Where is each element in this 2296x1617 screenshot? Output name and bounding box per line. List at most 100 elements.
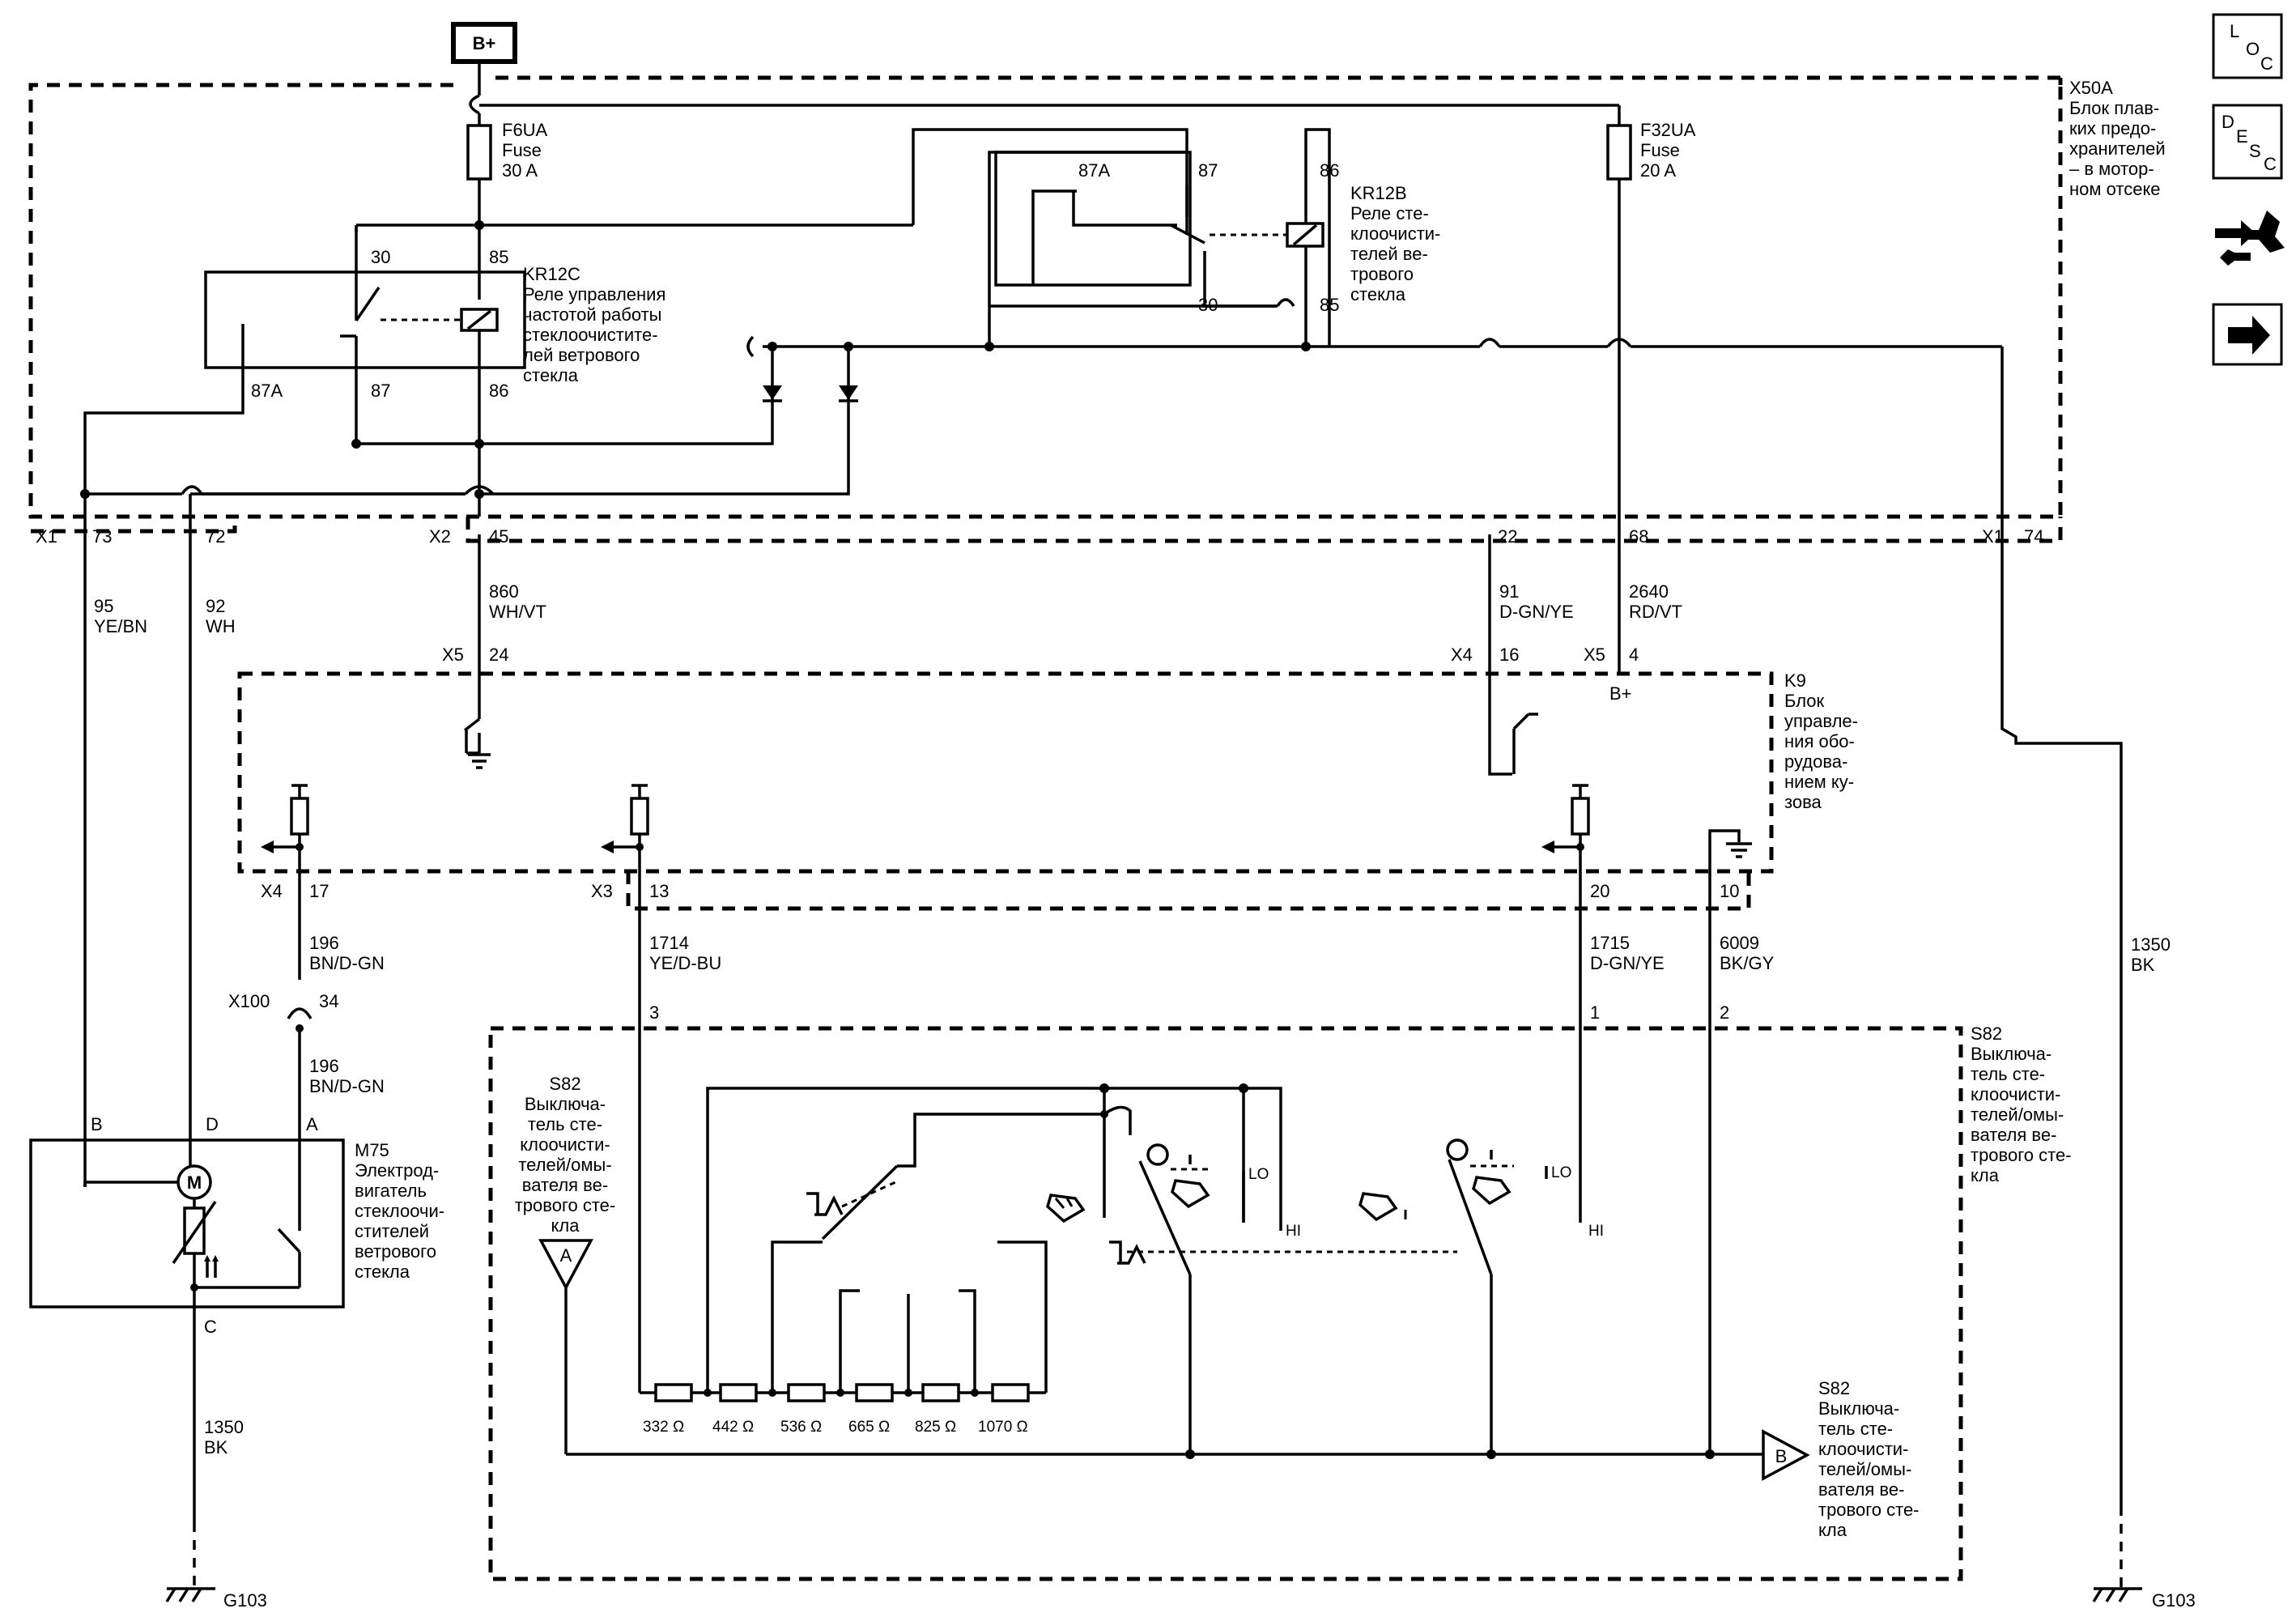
svg-text:BK: BK	[204, 1437, 228, 1457]
svg-text:D: D	[2222, 112, 2234, 132]
svg-text:1350: 1350	[204, 1417, 244, 1437]
k9-top-connectors: X5 24 X4 16 X5 4 B+	[442, 645, 1639, 704]
offpage-connector-b: B	[1762, 1429, 1810, 1481]
svg-text:BK/GY: BK/GY	[1720, 953, 1775, 973]
svg-text:WH/VT: WH/VT	[489, 602, 546, 622]
k9-pullup-17	[261, 784, 309, 980]
k9-pullup-20	[1541, 784, 1590, 1223]
k9-label: K9 Блок управле- ния обо- рудова- нием к…	[1784, 670, 1858, 812]
svg-text:22: 22	[1498, 526, 1517, 547]
svg-text:F6UA: F6UA	[502, 120, 548, 140]
svg-text:B: B	[91, 1114, 103, 1134]
fuse-f32ua: F32UA Fuse 20 A	[1606, 105, 1696, 534]
s82-right-label: S82 Выключа- тель сте- клоочисти- телей/…	[1971, 1023, 2072, 1185]
svg-text:ния обо-: ния обо-	[1784, 731, 1855, 751]
svg-text:3: 3	[649, 1002, 659, 1023]
connector-repair-icon[interactable]	[2215, 211, 2285, 266]
svg-text:68: 68	[1629, 526, 1648, 547]
resistor-ladder: 332 Ω 442 Ω 536 Ω 665 Ω 825 Ω 1070 Ω	[640, 1383, 1046, 1436]
svg-text:196: 196	[309, 933, 339, 953]
svg-text:тель сте-: тель сте-	[1818, 1419, 1893, 1439]
svg-text:95: 95	[94, 596, 113, 616]
svg-text:S: S	[2249, 141, 2261, 161]
svg-text:BN/D-GN: BN/D-GN	[309, 1076, 385, 1096]
k9-input-switch	[1488, 713, 1538, 776]
s82-pin-labels: 3 1 2	[649, 1002, 1729, 1023]
svg-text:KR12C: KR12C	[523, 264, 580, 284]
k9-module-boundary	[237, 671, 1774, 911]
x50a-fuse-block-boundary	[28, 75, 2063, 543]
ground-g103-left: G103	[165, 1522, 267, 1611]
x50a-label: X50A Блок плав- ких предо- хранителей – …	[2069, 78, 2166, 199]
svg-text:87A: 87A	[251, 381, 283, 401]
offpage-connector-a: A	[538, 1239, 593, 1454]
svg-text:RD/VT: RD/VT	[1629, 602, 1682, 622]
ground-g103-right: G103	[2092, 1506, 2196, 1611]
svg-text:клоочисти-: клоочисти-	[520, 1134, 610, 1155]
loc-legend-box[interactable]: L O C	[2212, 13, 2283, 79]
svg-text:2: 2	[1720, 1002, 1729, 1023]
svg-text:30: 30	[1198, 295, 1218, 315]
svg-text:S82: S82	[1971, 1023, 2002, 1044]
svg-text:Блок плав-: Блок плав-	[2069, 98, 2159, 118]
svg-text:S82: S82	[549, 1074, 580, 1094]
svg-text:стеклоочи-: стеклоочи-	[355, 1201, 444, 1221]
svg-text:2640: 2640	[1629, 581, 1669, 602]
svg-text:C: C	[204, 1317, 217, 1337]
svg-text:A: A	[306, 1114, 318, 1134]
svg-text:X4: X4	[1451, 645, 1473, 665]
svg-text:лей ветрового: лей ветрового	[523, 345, 640, 365]
svg-text:30 A: 30 A	[502, 160, 538, 181]
svg-text:B: B	[1775, 1446, 1788, 1466]
next-page-arrow-icon[interactable]	[2212, 303, 2283, 366]
svg-text:665 Ω: 665 Ω	[848, 1419, 890, 1436]
svg-text:телей/омы-: телей/омы-	[1971, 1104, 2064, 1125]
svg-text:D-GN/YE: D-GN/YE	[1499, 602, 1574, 622]
svg-text:L: L	[2230, 21, 2239, 41]
svg-text:73: 73	[92, 526, 112, 547]
svg-text:ном отсеке: ном отсеке	[2069, 179, 2161, 199]
svg-text:K9: K9	[1784, 670, 1806, 691]
k9-bottom-connectors: X4 17 X3 13 20 10	[261, 881, 1739, 901]
s82-bottom-label: S82 Выключа- тель сте- клоочисти- телей/…	[1818, 1378, 1920, 1540]
svg-text:A: A	[560, 1245, 572, 1266]
svg-text:X5: X5	[1584, 645, 1605, 665]
svg-text:Реле сте-: Реле сте-	[1350, 203, 1429, 223]
svg-text:YE/BN: YE/BN	[94, 616, 147, 636]
svg-text:кла: кла	[551, 1215, 580, 1236]
svg-text:кла: кла	[1818, 1520, 1847, 1540]
svg-text:1714: 1714	[649, 933, 689, 953]
svg-text:10: 10	[1720, 881, 1739, 901]
svg-text:X100: X100	[228, 991, 270, 1011]
svg-text:M75: M75	[355, 1140, 389, 1160]
svg-text:B+: B+	[1609, 683, 1632, 704]
svg-text:16: 16	[1499, 645, 1519, 665]
relay-kr12b: 87A 87 86 30 85 KR12B Реле сте- клоочист…	[912, 128, 1440, 347]
svg-text:85: 85	[489, 247, 508, 267]
svg-text:Fuse: Fuse	[1640, 140, 1680, 160]
desc-legend-box[interactable]: D E S C	[2212, 104, 2283, 180]
svg-text:X50A: X50A	[2069, 78, 2113, 98]
svg-text:частотой работы: частотой работы	[523, 304, 661, 325]
svg-text:хранителей: хранителей	[2069, 138, 2166, 159]
x50a-internal-wiring	[80, 225, 2004, 534]
svg-text:Выключа-: Выключа-	[525, 1094, 606, 1114]
svg-text:G103: G103	[223, 1590, 267, 1611]
svg-text:E: E	[2236, 126, 2248, 147]
svg-text:86: 86	[489, 381, 508, 401]
k9-pullup-13	[601, 784, 649, 1393]
s82-left-label: S82 Выключа- тель сте- клоочисти- телей/…	[515, 1074, 616, 1236]
svg-text:вателя ве-: вателя ве-	[522, 1175, 608, 1195]
s82-wiper-switch	[706, 1083, 1282, 1393]
svg-text:86: 86	[1320, 160, 1339, 181]
svg-text:20: 20	[1590, 881, 1609, 901]
svg-text:X1: X1	[36, 526, 57, 547]
svg-text:тель сте-: тель сте-	[528, 1114, 602, 1134]
svg-text:825 Ω: 825 Ω	[915, 1419, 956, 1436]
svg-text:зова: зова	[1784, 792, 1822, 812]
svg-text:C: C	[2260, 53, 2273, 74]
k9-output-wire-labels: 196 BN/D-GN 1714 YE/D-BU 1715 D-GN/YE 60…	[309, 933, 1775, 973]
svg-text:телей ве-: телей ве-	[1350, 244, 1428, 264]
svg-text:F32UA: F32UA	[1640, 120, 1696, 140]
svg-text:HI: HI	[1588, 1223, 1604, 1240]
